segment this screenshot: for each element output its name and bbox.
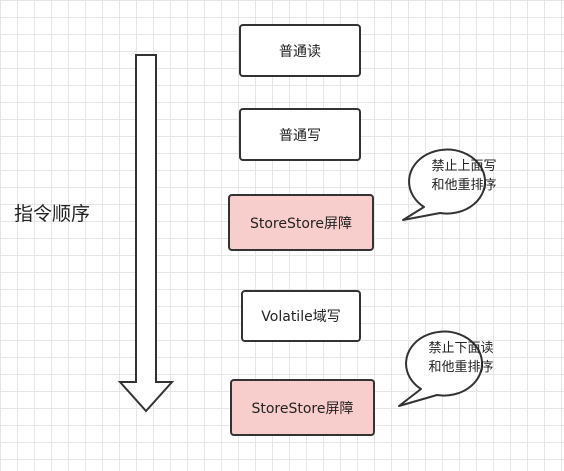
callout-1-line-1: 禁止上面写: [431, 159, 497, 174]
callout-2-line-1: 禁止下面读: [428, 341, 494, 356]
callout-2-line-2: 和他重排序: [428, 360, 494, 375]
volatile-write-label: Volatile域写: [261, 309, 341, 325]
storestore-barrier-box-2: StoreStore屏障: [230, 379, 375, 436]
instruction-order-arrow: [117, 54, 175, 413]
normal-write-box: 普通写: [239, 108, 361, 161]
volatile-write-box: Volatile域写: [241, 290, 361, 342]
storestore-barrier-label-1: StoreStore屏障: [249, 215, 352, 232]
callout-text-2: 禁止下面读 和他重排序: [413, 339, 509, 377]
normal-read-box: 普通读: [239, 24, 361, 77]
normal-write-label: 普通写: [279, 127, 321, 144]
callout-bubble-2: [398, 330, 484, 407]
callout-text-1: 禁止上面写 和他重排序: [416, 157, 512, 195]
storestore-barrier-label-2: StoreStore屏障: [251, 400, 354, 417]
instruction-order-label: 指令顺序: [14, 203, 91, 225]
storestore-barrier-box-1: StoreStore屏障: [228, 194, 374, 251]
callout-1-line-2: 和他重排序: [431, 178, 497, 193]
normal-read-label: 普通读: [279, 43, 321, 60]
callout-bubble-1: [402, 148, 487, 221]
